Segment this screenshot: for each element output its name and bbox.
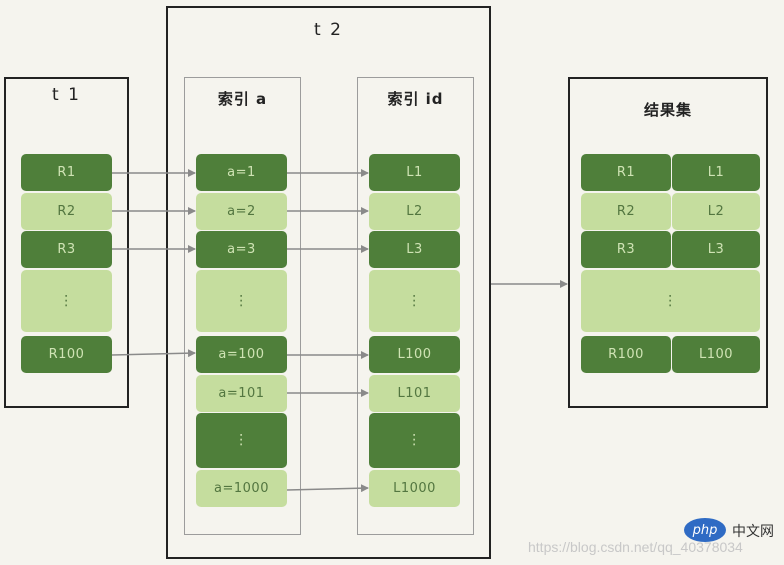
- result-set-title: 结果集: [643, 101, 692, 119]
- index-a-row-ellipsis-2: ⋮: [196, 413, 287, 468]
- result-row-ellipsis: ⋮: [581, 270, 760, 332]
- index-id-row-101: L101: [369, 375, 460, 412]
- index-id-row-100: L100: [369, 336, 460, 373]
- index-id-row-ellipsis-2: ⋮: [369, 413, 460, 468]
- index-a-row-101: a=101: [196, 375, 287, 412]
- t1-row-r3: R3: [21, 231, 112, 268]
- result-right-l2: L2: [672, 193, 760, 230]
- index-id-row-1: L1: [369, 154, 460, 191]
- watermark-url: https://blog.csdn.net/qq_40378034: [528, 539, 743, 555]
- t1-row-r100: R100: [21, 336, 112, 373]
- t1-row-r1: R1: [21, 154, 112, 191]
- result-left-r2: R2: [581, 193, 671, 230]
- table-t2-title: t 2: [314, 20, 343, 40]
- index-id-title: 索引 id: [387, 90, 444, 108]
- watermark-site: 中文网: [732, 524, 774, 540]
- index-a-row-100: a=100: [196, 336, 287, 373]
- index-id-row-1000: L1000: [369, 470, 460, 507]
- table-t1-title: t 1: [52, 85, 81, 105]
- index-a-row-1000: a=1000: [196, 470, 287, 507]
- result-right-l100: L100: [672, 336, 760, 373]
- index-a-title: 索引 a: [217, 90, 268, 108]
- index-a-row-2: a=2: [196, 193, 287, 230]
- index-id-row-ellipsis-1: ⋮: [369, 270, 460, 332]
- result-right-l1: L1: [672, 154, 760, 191]
- index-id-row-2: L2: [369, 193, 460, 230]
- result-left-r100: R100: [581, 336, 671, 373]
- result-left-r1: R1: [581, 154, 671, 191]
- t1-row-ellipsis: ⋮: [21, 270, 112, 332]
- t1-row-r2: R2: [21, 193, 112, 230]
- index-a-row-ellipsis-1: ⋮: [196, 270, 287, 332]
- index-id-row-3: L3: [369, 231, 460, 268]
- index-a-row-3: a=3: [196, 231, 287, 268]
- result-left-r3: R3: [581, 231, 671, 268]
- index-a-row-1: a=1: [196, 154, 287, 191]
- php-logo: php: [684, 518, 726, 542]
- result-right-l3: L3: [672, 231, 760, 268]
